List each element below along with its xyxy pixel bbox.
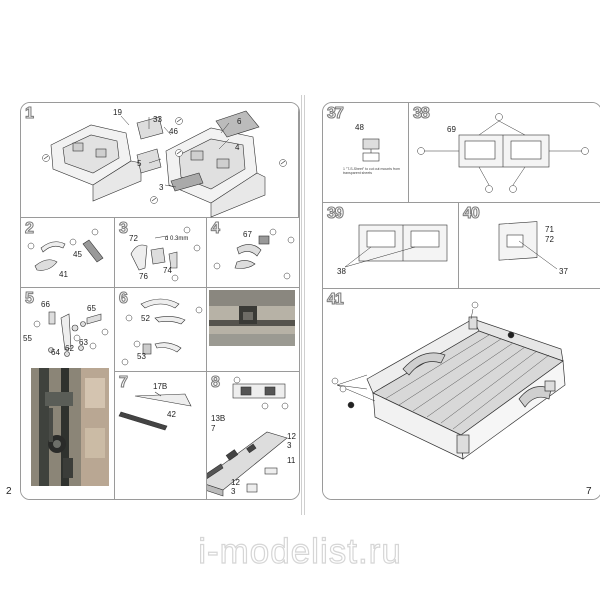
step-number: 5 [25,290,35,308]
part-label: 17B [153,382,168,391]
part-label: 6 [237,117,242,126]
step-number: 39 [327,205,345,223]
reference-photo-panel [207,288,299,372]
part-label: 48 [355,123,364,132]
glue-drop-icon [42,117,287,204]
watermark: i-modelist.ru [198,531,402,571]
part-label: 69 [447,125,456,134]
part-label: 7 [211,424,216,433]
step-37-drawing [362,138,380,162]
step-4-panel: 4 67 [207,218,299,288]
page-spine-right [304,95,305,515]
step-8-drawing [207,376,289,497]
step-38-panel: 38 69 [409,103,600,203]
step-41-panel: 41 [323,289,600,499]
part-label: 3 [159,183,164,192]
part-label: 46 [169,127,178,136]
part-label: 42 [167,410,176,419]
step-40-drawing [498,221,558,270]
part-label: 67 [243,230,252,239]
part-label: 45 [73,250,82,259]
part-label: 65 [87,304,96,313]
step-40-panel: 40 71 72 37 [459,203,600,289]
step-41-drawing [331,301,566,460]
part-label: 71 [545,225,554,234]
step-number: 38 [413,105,431,123]
part-label: 19 [113,108,122,117]
step-3-drawing [130,226,201,282]
step-2-drawing [27,228,104,271]
step-1-drawing [42,110,287,218]
step-number: 4 [211,220,221,238]
part-label: 53 [137,352,146,361]
step-39-drawing [344,224,448,268]
step-3-panel: 3 72 d 0.3mm 76 74 [115,218,207,288]
part-label: 62 [65,344,74,353]
step-note: 1 "T-S-Sheet" to cut out mounts from tra… [343,167,400,175]
page-spine-left [301,95,302,515]
step-1-panel: 1 [21,103,299,218]
part-label: 3 [287,441,292,450]
step-number: 6 [119,290,129,308]
part-label: 52 [141,314,150,323]
part-label: 63 [79,338,88,347]
step-number: 1 [25,105,35,123]
reference-photo [209,290,295,346]
step-2-panel: 2 45 41 [21,218,115,288]
part-label: 76 [139,272,148,281]
part-label: 72 [129,234,138,243]
page-number-left: 2 [6,486,12,497]
part-label: 72 [545,235,554,244]
step-38-drawing [417,113,589,193]
step-6-panel: 6 52 53 [115,288,207,372]
part-label: d 0.3mm [165,236,189,242]
reference-photo [31,368,109,486]
part-label: 33 [153,115,162,124]
part-label: 64 [51,348,60,357]
part-label: 38 [337,267,346,276]
part-label: 37 [559,267,568,276]
part-label: 12 [231,478,240,487]
step-5-panel: 5 66 65 55 64 62 63 [21,288,115,499]
step-7-panel: 7 17B 42 [115,372,207,499]
part-label: 41 [59,270,68,279]
part-label: 55 [23,334,32,343]
step-number: 8 [211,374,221,392]
part-label: 13B [211,414,226,423]
page-number-right: 7 [586,486,592,497]
step-number: 37 [327,105,345,123]
step-number: 7 [119,374,129,392]
step-8-panel: 8 13B 7 12 3 11 12 3 [207,372,299,499]
part-label: 3 [231,487,236,496]
step-7-drawing [118,391,192,431]
instruction-page-left: 1 [20,102,300,500]
step-4-drawing [213,228,295,280]
step-number: 2 [25,220,35,238]
step-39-panel: 39 38 [323,203,459,289]
step-6-drawing [121,298,203,366]
instruction-page-right: 37 48 1 "T-S-Sheet" to cut out mounts fr… [322,102,600,500]
part-label: 12 [287,432,296,441]
step-number: 3 [119,220,129,238]
part-label: 74 [163,266,172,275]
step-5-drawing [33,311,109,357]
part-label: 66 [41,300,50,309]
step-number: 40 [463,205,481,223]
step-37-panel: 37 48 1 "T-S-Sheet" to cut out mounts fr… [323,103,409,203]
step-number: 41 [327,291,345,309]
part-label: 4 [235,143,240,152]
part-label: 11 [287,456,296,465]
part-label: 5 [137,159,142,168]
